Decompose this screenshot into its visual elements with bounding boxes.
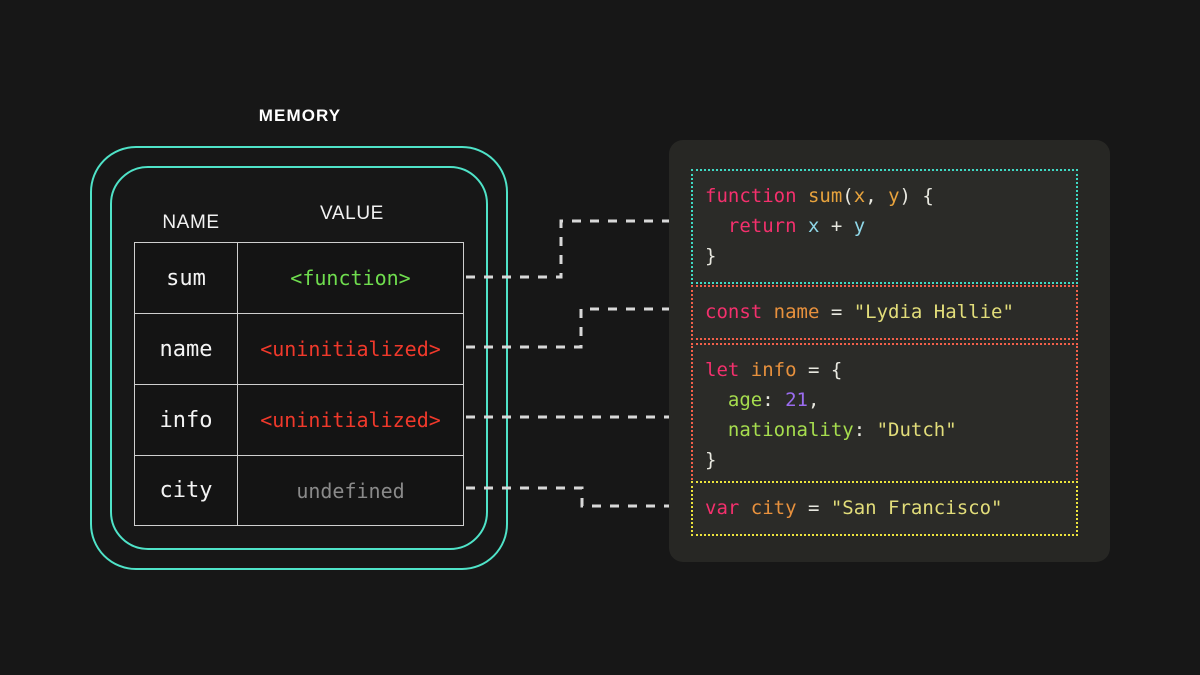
token-assign-operator: = <box>819 301 854 323</box>
token-param-x: x <box>853 185 866 207</box>
connector-name <box>466 307 691 349</box>
token-colon: : <box>853 419 877 441</box>
column-header-value: VALUE <box>320 203 384 224</box>
row-name-cell: sum <box>135 243 238 313</box>
token-space <box>797 185 808 207</box>
token-ident-city: city <box>750 497 797 519</box>
token-function-name: sum <box>807 185 843 207</box>
token-comma: , <box>807 389 820 411</box>
token-assign-operator: = <box>796 497 831 519</box>
token-var-keyword: var <box>705 497 751 519</box>
memory-frame-inner <box>110 166 488 550</box>
token-string-value: "Lydia Hallie" <box>853 301 1014 323</box>
token-property-nationality: nationality <box>705 419 854 441</box>
code-block-info: let info = { age: 21, nationality: "Dutc… <box>691 343 1078 488</box>
row-value-cell: <uninitialized> <box>260 408 441 432</box>
token-property-age: age <box>705 389 763 411</box>
memory-title: MEMORY <box>258 106 342 125</box>
code-block-sum: function sum(x, y) { return x + y } <box>691 169 1078 284</box>
token-string-san-francisco: "San Francisco" <box>830 497 1003 519</box>
code-block-city: var city = "San Francisco" <box>691 481 1078 536</box>
token-number-21: 21 <box>785 389 808 411</box>
row-name-cell: info <box>135 385 238 455</box>
token-keyword: function <box>705 185 797 207</box>
token-paren-open: ( <box>842 185 854 207</box>
token-ident-info: info <box>750 359 797 381</box>
table-row: name <uninitialized> <box>134 313 464 384</box>
token-colon: : <box>762 389 786 411</box>
token-ident-x: x <box>807 215 820 237</box>
token-const-keyword: const <box>705 301 774 323</box>
token-brace-close: } <box>705 245 717 267</box>
token-comma: , <box>865 185 889 207</box>
row-value-cell: <uninitialized> <box>260 337 441 361</box>
row-value-cell: <function> <box>290 266 411 290</box>
connector-sum <box>466 219 691 279</box>
connector-city <box>466 486 691 508</box>
row-name-cell: name <box>135 314 238 384</box>
token-paren-close-brace: ) { <box>899 185 934 207</box>
row-name-cell: city <box>135 456 238 525</box>
token-let-keyword: let <box>705 359 751 381</box>
token-assign-operator: = <box>796 359 831 381</box>
token-param-y: y <box>888 185 900 207</box>
token-plus-operator: + <box>819 215 854 237</box>
code-block-name: const name = "Lydia Hallie" <box>691 285 1078 340</box>
token-return-keyword: return <box>705 215 808 237</box>
column-header-name: NAME <box>162 212 220 233</box>
token-ident-name: name <box>773 301 820 323</box>
table-row: sum <function> <box>134 242 464 313</box>
table-row: city undefined <box>134 455 464 526</box>
token-ident-y: y <box>853 215 866 237</box>
token-brace-close: } <box>705 449 717 471</box>
memory-frame-outer <box>90 146 508 570</box>
memory-table: sum <function> name <uninitialized> info… <box>134 242 464 526</box>
row-value-cell: undefined <box>296 478 405 503</box>
token-brace-open: { <box>830 359 843 381</box>
token-string-dutch: "Dutch" <box>876 419 957 441</box>
table-row: info <uninitialized> <box>134 384 464 455</box>
